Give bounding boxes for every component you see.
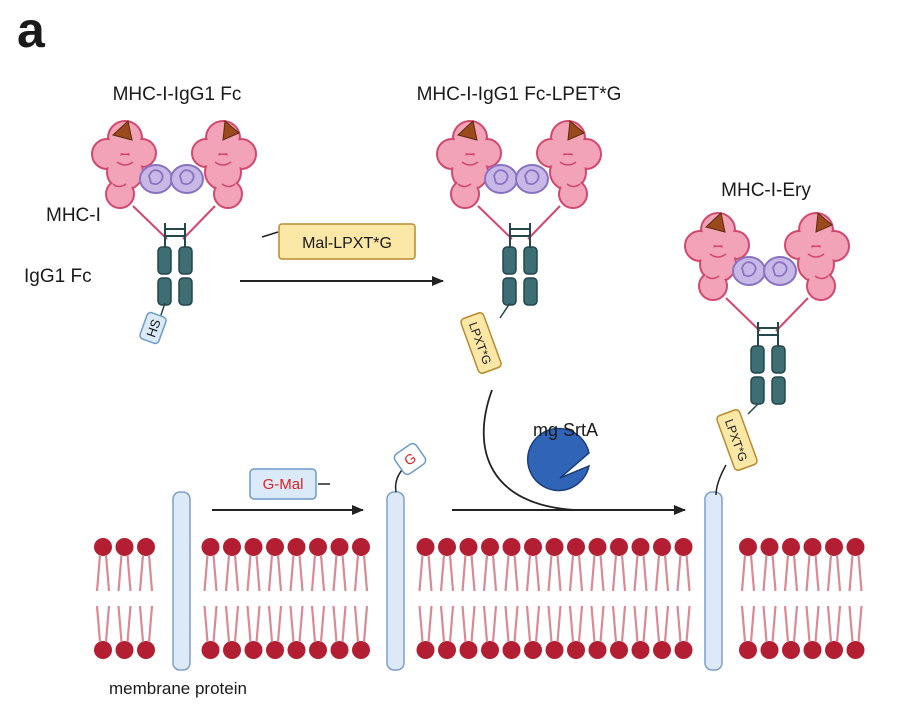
g-tag: G	[393, 442, 427, 493]
lipid-outer-leaflet	[823, 536, 845, 593]
hs-tag-label: HS	[143, 317, 163, 339]
mal-lpxtg-reagent: Mal-LPXT*G	[261, 223, 416, 260]
lipid-outer-leaflet	[286, 536, 307, 593]
lipid-outer-leaflet	[845, 536, 866, 593]
lipid-outer-leaflet	[522, 536, 544, 593]
label-mg-srta: mg SrtA	[533, 420, 598, 440]
lipid-outer-leaflet	[479, 536, 501, 593]
lipid-outer-leaflet	[243, 536, 264, 593]
label-mhc-igg1-fc-lpetg: MHC-I-IgG1 Fc-LPET*G	[417, 84, 622, 105]
membrane-protein-middle	[386, 491, 405, 671]
lipid-inner-leaflet	[845, 604, 866, 661]
lipid-inner-leaflet	[673, 604, 694, 661]
mhc-igg1-fc-lpetg-construct: LPXT*G	[437, 121, 601, 374]
lipid-inner-leaflet	[759, 604, 780, 661]
lipid-inner-leaflet	[501, 604, 522, 661]
lipid-inner-leaflet	[737, 604, 759, 661]
lipid-outer-leaflet	[630, 536, 651, 593]
mhc-ery-construct: LPXT*G	[685, 213, 849, 496]
mhc-igg1-fc-construct: HS	[92, 121, 256, 345]
lipid-outer-leaflet	[587, 536, 608, 593]
lipid-outer-leaflet	[135, 536, 157, 593]
lipid-inner-leaflet	[802, 604, 823, 661]
hs-tag: HS	[139, 311, 167, 345]
lipid-outer-leaflet	[759, 536, 780, 593]
lipid-outer-leaflet	[802, 536, 823, 593]
label-mhc-igg1-fc: MHC-I-IgG1 Fc	[113, 84, 242, 105]
lipid-outer-leaflet	[501, 536, 522, 593]
lipid-inner-leaflet	[587, 604, 608, 661]
lipid-inner-leaflet	[565, 604, 587, 661]
lipid-bilayer	[92, 536, 866, 661]
label-membrane-protein: membrane protein	[109, 679, 247, 698]
label-igg1-fc: IgG1 Fc	[24, 266, 92, 287]
label-mhc-ery: MHC-I-Ery	[721, 180, 811, 201]
lipid-inner-leaflet	[264, 604, 286, 661]
lpxtg-tag-right: LPXT*G	[716, 409, 758, 471]
lipid-outer-leaflet	[264, 536, 286, 593]
lipid-inner-leaflet	[329, 604, 350, 661]
lipid-inner-leaflet	[823, 604, 845, 661]
lipid-outer-leaflet	[737, 536, 759, 593]
lipid-inner-leaflet	[221, 604, 243, 661]
membrane-protein-right	[704, 491, 723, 671]
lipid-inner-leaflet	[651, 604, 673, 661]
lipid-inner-leaflet	[630, 604, 651, 661]
lipid-inner-leaflet	[415, 604, 436, 661]
lipid-inner-leaflet	[135, 604, 157, 661]
lipid-inner-leaflet	[350, 604, 372, 661]
lipid-outer-leaflet	[608, 536, 630, 593]
g-mal-reagent: G-Mal	[249, 468, 330, 500]
lipid-inner-leaflet	[780, 604, 802, 661]
curved-arrow	[482, 389, 576, 511]
lipid-outer-leaflet	[329, 536, 350, 593]
lipid-outer-leaflet	[544, 536, 565, 593]
lipid-outer-leaflet	[221, 536, 243, 593]
lipid-inner-leaflet	[286, 604, 307, 661]
membrane-protein-left	[172, 491, 191, 671]
lipid-inner-leaflet	[458, 604, 479, 661]
lipid-inner-leaflet	[243, 604, 264, 661]
lipid-inner-leaflet	[544, 604, 565, 661]
lipid-inner-leaflet	[436, 604, 458, 661]
lipid-outer-leaflet	[651, 536, 673, 593]
lipid-inner-leaflet	[608, 604, 630, 661]
lipid-inner-leaflet	[479, 604, 501, 661]
lipid-outer-leaflet	[780, 536, 802, 593]
panel-letter: a	[17, 2, 46, 58]
pacman-enzyme-icon	[526, 427, 591, 492]
lipid-inner-leaflet	[200, 604, 221, 661]
lipid-outer-leaflet	[350, 536, 372, 593]
lipid-outer-leaflet	[436, 536, 458, 593]
label-mhc-i: MHC-I	[46, 205, 101, 226]
lipid-inner-leaflet	[522, 604, 544, 661]
lipid-outer-leaflet	[415, 536, 436, 593]
lipid-outer-leaflet	[673, 536, 694, 593]
lipid-outer-leaflet	[200, 536, 221, 593]
lipid-inner-leaflet	[92, 604, 114, 661]
lipid-outer-leaflet	[92, 536, 114, 593]
lipid-outer-leaflet	[114, 536, 135, 593]
g-mal-label: G-Mal	[263, 476, 304, 493]
lipid-outer-leaflet	[307, 536, 329, 593]
lipid-inner-leaflet	[114, 604, 135, 661]
lipid-inner-leaflet	[307, 604, 329, 661]
mal-lpxtg-label: Mal-LPXT*G	[302, 235, 392, 252]
lpxtg-tag-middle: LPXT*G	[460, 312, 502, 374]
lipid-outer-leaflet	[565, 536, 587, 593]
lipid-outer-leaflet	[458, 536, 479, 593]
